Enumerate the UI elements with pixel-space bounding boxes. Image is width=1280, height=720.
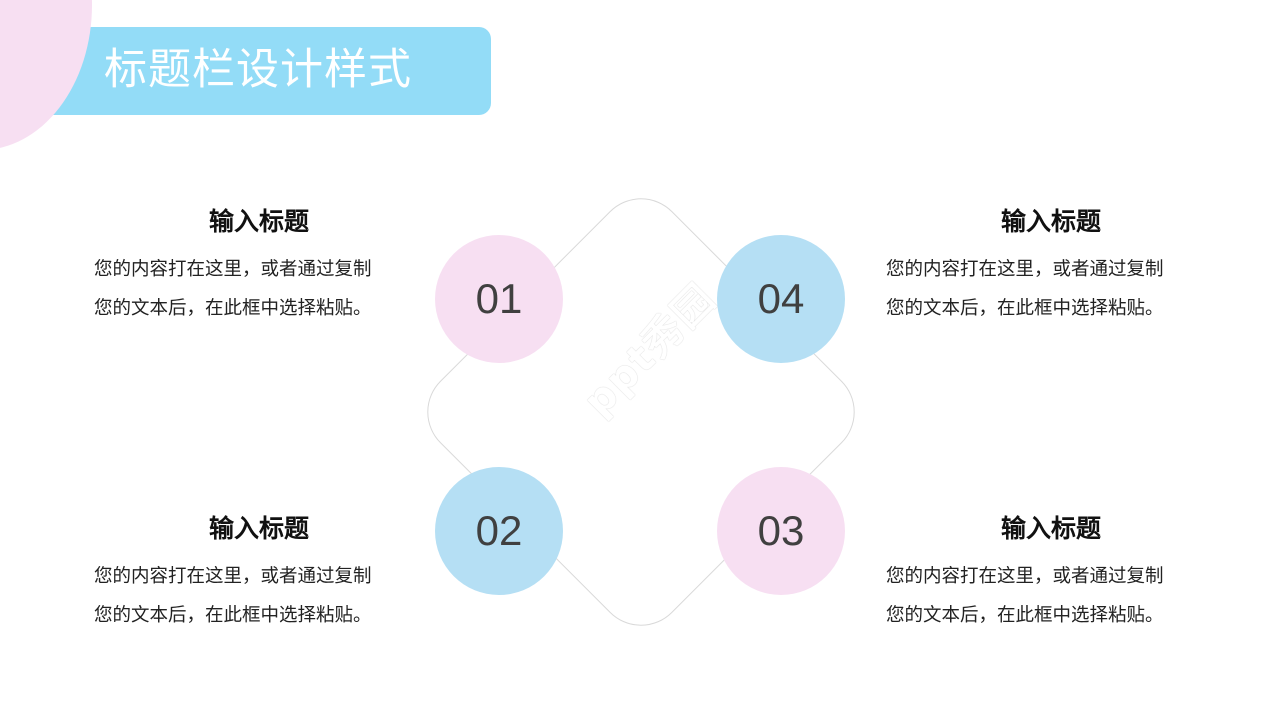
node-circle-04: 04 [717,235,845,363]
node-number: 02 [475,507,523,554]
node-circle-03: 03 [717,467,845,595]
item-description-line2[interactable]: 您的文本后，在此框中选择粘贴。 [94,298,372,319]
item-title[interactable]: 输入标题 [208,207,309,236]
item-description-line1[interactable]: 您的内容打在这里，或者通过复制 [94,566,372,587]
node-number: 01 [475,275,523,322]
node-circle-02: 02 [435,467,563,595]
item-description-line1[interactable]: 您的内容打在这里，或者通过复制 [886,566,1164,587]
node-number: 04 [757,275,805,322]
text-block-03: 输入标题 您的内容打在这里，或者通过复制 您的文本后，在此框中选择粘贴。 [886,513,1216,635]
node-number: 03 [757,507,805,554]
item-description-line1[interactable]: 您的内容打在这里，或者通过复制 [94,259,372,280]
text-block-01: 输入标题 您的内容打在这里，或者通过复制 您的文本后，在此框中选择粘贴。 [94,206,424,328]
item-title[interactable]: 输入标题 [1000,207,1101,236]
item-description-line2[interactable]: 您的文本后，在此框中选择粘贴。 [886,605,1164,626]
item-title[interactable]: 输入标题 [1000,514,1101,543]
item-description-line2[interactable]: 您的文本后，在此框中选择粘贴。 [886,298,1164,319]
page-title: 标题栏设计样式 [104,45,412,95]
node-circle-01: 01 [435,235,563,363]
decorative-pink-circle [0,0,92,150]
item-description-line1[interactable]: 您的内容打在这里，或者通过复制 [886,259,1164,280]
item-title[interactable]: 输入标题 [208,514,309,543]
item-description-line2[interactable]: 您的文本后，在此框中选择粘贴。 [94,605,372,626]
text-block-04: 输入标题 您的内容打在这里，或者通过复制 您的文本后，在此框中选择粘贴。 [886,206,1216,328]
text-block-02: 输入标题 您的内容打在这里，或者通过复制 您的文本后，在此框中选择粘贴。 [94,513,424,635]
